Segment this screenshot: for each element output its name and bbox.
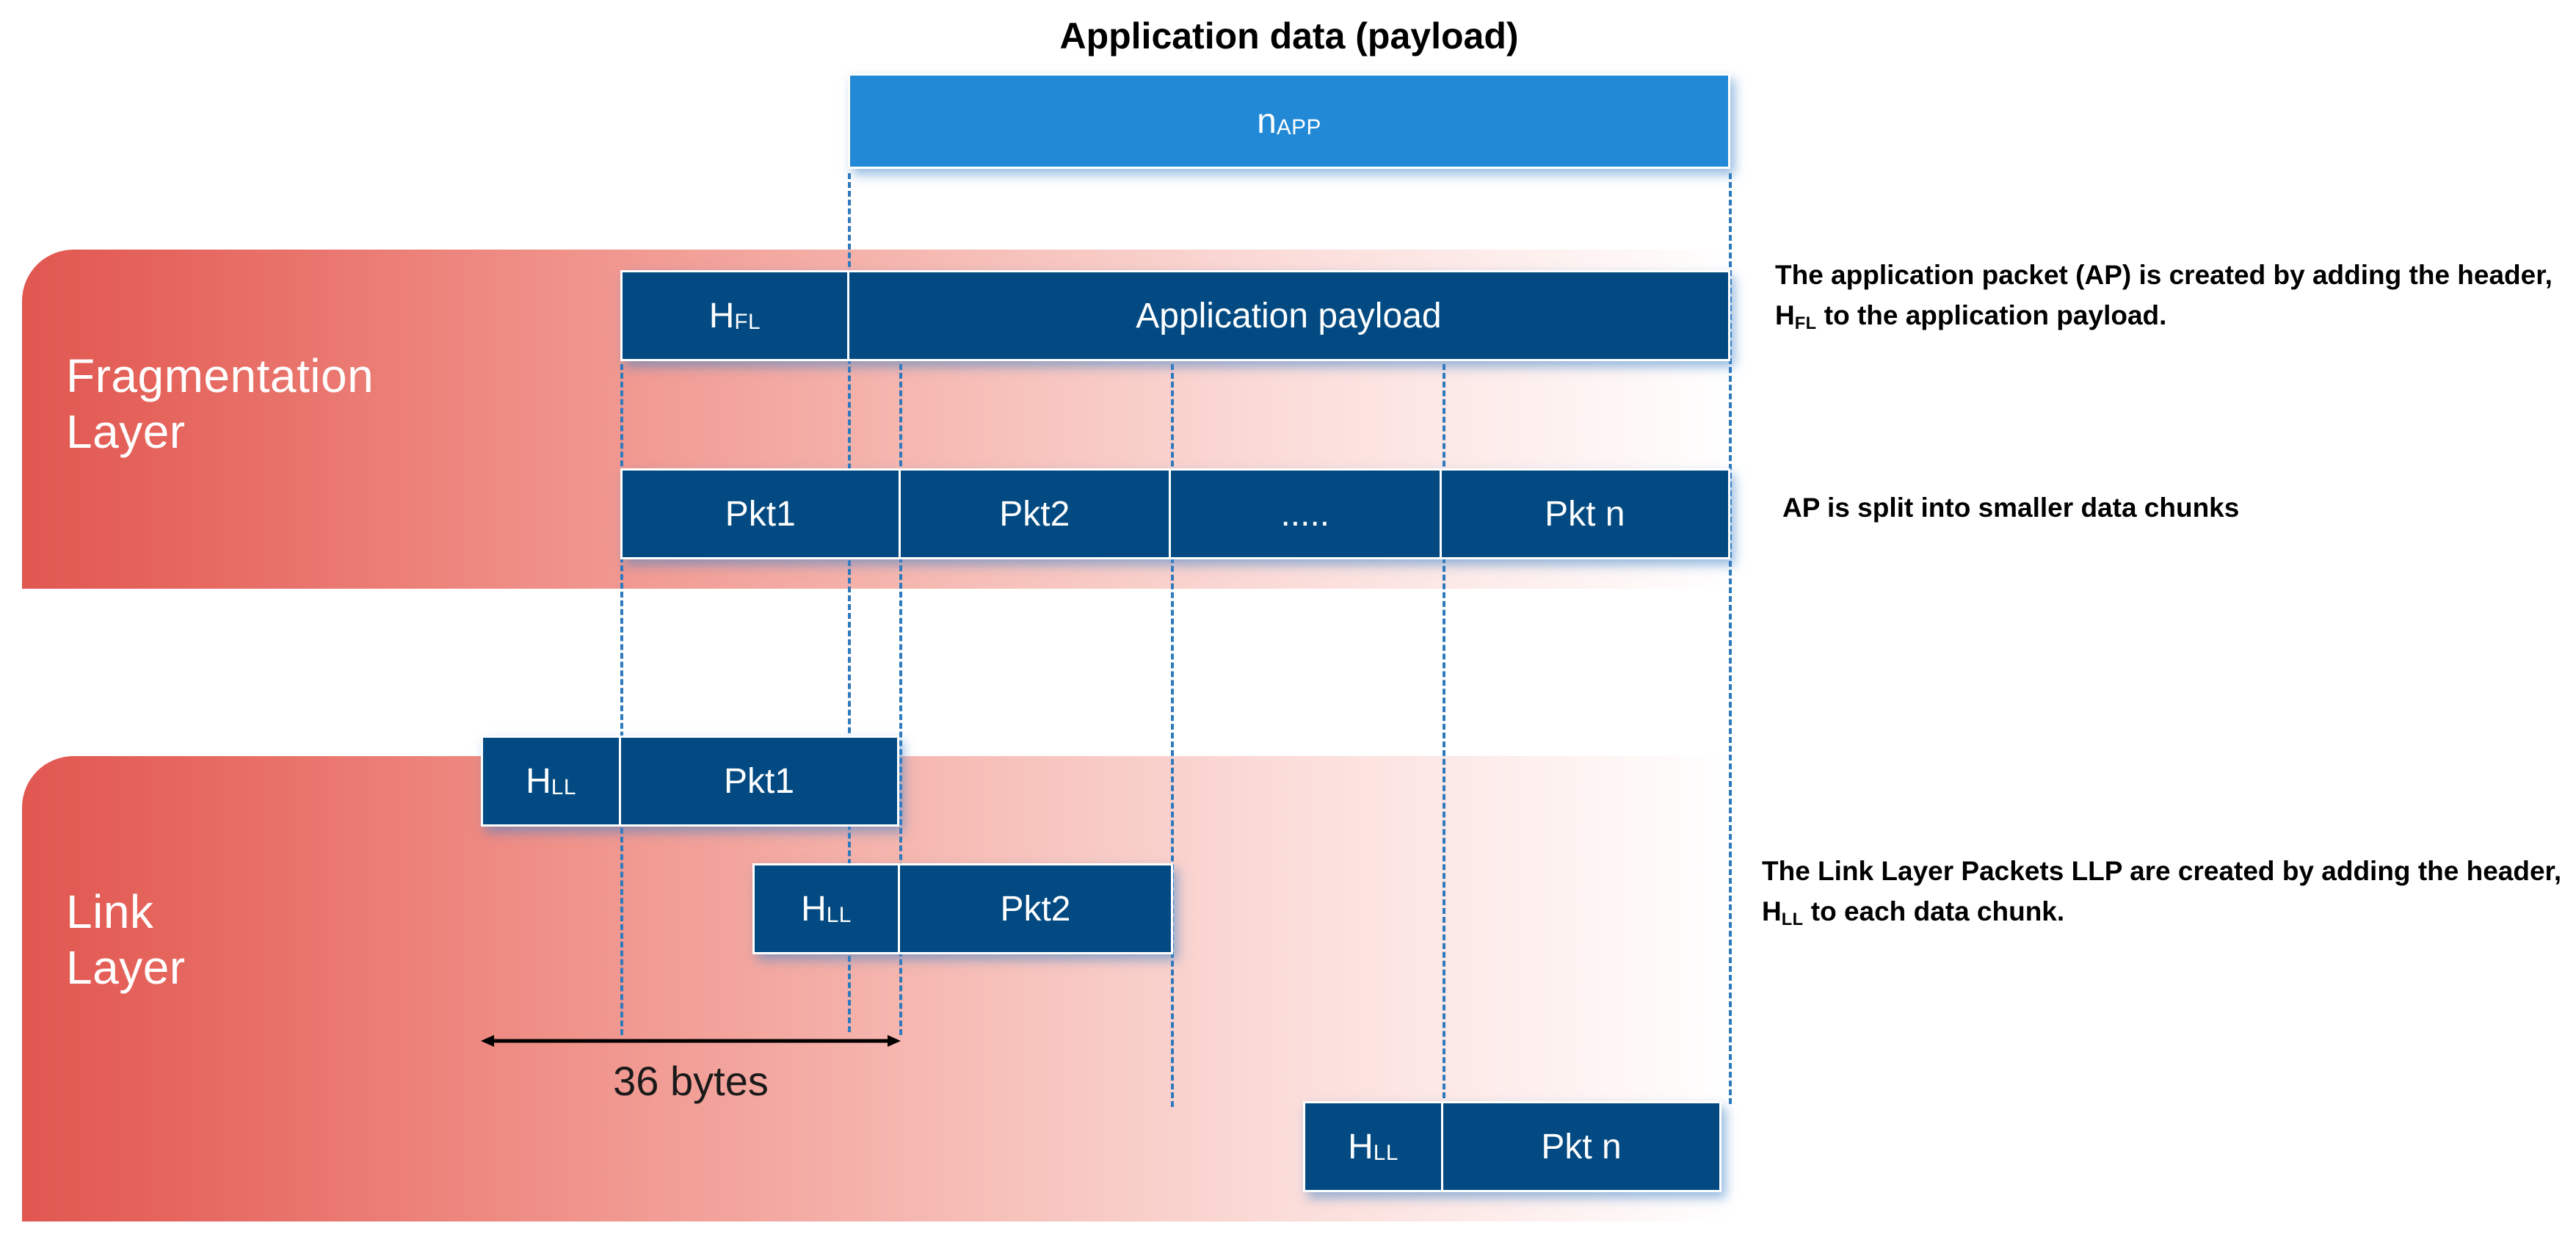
napp-label: n — [1257, 101, 1277, 141]
llp-payload-cell-n: Pkt n — [1443, 1103, 1719, 1190]
llp-payload-cell-2: Pkt2 — [899, 865, 1171, 952]
header-fl-subscript: FL — [734, 309, 761, 334]
fragmentation-layer-label: Fragmentation Layer — [66, 349, 374, 458]
application-payload-label: Application payload — [1136, 296, 1442, 335]
napp-subscript: APP — [1276, 115, 1321, 139]
guide-line-payload-right — [1729, 173, 1732, 1104]
llp-payload-label-n: Pkt n — [1541, 1127, 1622, 1166]
annotation-llp-subscript: LL — [1781, 910, 1804, 930]
guide-line-chunk-4 — [1443, 364, 1445, 1107]
dimension-label: 36 bytes — [613, 1058, 769, 1104]
llp-payload-cell-1: Pkt1 — [621, 738, 897, 824]
header-ll-subscript-2: LL — [826, 902, 852, 927]
guide-line-chunk-1 — [620, 364, 623, 1035]
chunk-cell-ellipsis: ..... — [1171, 471, 1442, 557]
header-ll-subscript-1: LL — [551, 774, 576, 799]
guide-line-chunk-2 — [899, 364, 902, 1035]
header-fl-label: H — [708, 296, 735, 335]
annotation-link-layer: The Link Layer Packets LLP are created b… — [1762, 852, 2569, 932]
annotation-split: AP is split into smaller data chunks — [1782, 493, 2240, 523]
header-ll-subscript-n: LL — [1373, 1140, 1398, 1165]
chunk-cell-pkt1: Pkt1 — [623, 471, 901, 557]
annotation-ap-subscript: FL — [1794, 314, 1817, 334]
application-payload-cell: Application payload — [849, 272, 1728, 359]
page-title: Application data (payload) — [1059, 15, 1519, 57]
annotation-llp-part1: The Link Layer Packets LLP are created b… — [1762, 856, 2562, 926]
header-ll-label-2: H — [801, 889, 827, 929]
annotation-application-packet: The application packet (AP) is created b… — [1775, 255, 2564, 336]
chunk-label-pkt2: Pkt2 — [999, 494, 1070, 534]
guide-line-payload-left — [848, 173, 851, 1032]
chunk-label-pktn: Pkt n — [1545, 494, 1625, 534]
data-chunks-row: Pkt1 Pkt2 ..... Pkt n — [620, 468, 1730, 559]
annotation-ap-part2: to the application payload. — [1816, 300, 2167, 330]
chunk-label-ellipsis: ..... — [1280, 494, 1330, 534]
header-ll-label-n: H — [1348, 1127, 1374, 1166]
link-layer-label: Link Layer — [66, 885, 186, 994]
dimension-arrow-icon — [481, 1035, 901, 1047]
guide-line-chunk-3 — [1171, 364, 1174, 1107]
llp-payload-label-1: Pkt1 — [723, 761, 795, 801]
header-ll-label-1: H — [526, 761, 551, 801]
chunk-cell-pktn: Pkt n — [1441, 471, 1728, 557]
llp-payload-label-2: Pkt2 — [1000, 889, 1071, 929]
chunk-label-pkt1: Pkt1 — [725, 494, 796, 534]
chunk-cell-pkt2: Pkt2 — [900, 471, 1172, 557]
annotation-llp-part2: to each data chunk. — [1803, 896, 2065, 926]
annotation-ap-part1: The application packet (AP) is created b… — [1775, 260, 2553, 330]
